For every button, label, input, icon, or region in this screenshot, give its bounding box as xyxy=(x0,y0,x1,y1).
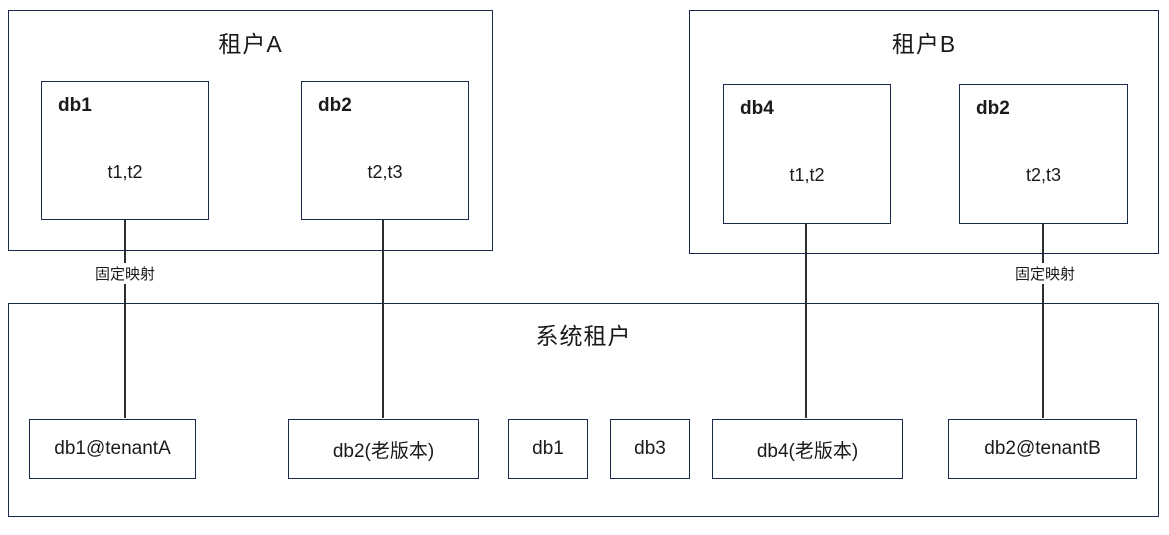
tenant-b-title: 租户B xyxy=(891,31,957,57)
tenant-b-group: 租户B db4 t1,t2 db2 t2,t3 xyxy=(689,10,1159,254)
fixed-mapping-label-right: 固定映射 xyxy=(1011,263,1079,284)
fixed-mapping-label-left: 固定映射 xyxy=(91,263,159,284)
db-label: db1@tenantA xyxy=(54,438,171,459)
tenant-a-db2-node: db2 t2,t3 xyxy=(301,81,469,220)
system-db2-tenantB-node: db2@tenantB xyxy=(948,419,1137,479)
tenant-a-title: 租户A xyxy=(218,31,283,57)
db-name-label: db4 xyxy=(740,98,774,119)
system-db1-node: db1 xyxy=(508,419,588,479)
tenant-a-group: 租户A db1 t1,t2 db2 t2,t3 xyxy=(8,10,493,251)
system-db3-node: db3 xyxy=(610,419,690,479)
db-label: db3 xyxy=(634,438,666,459)
db-tables-label: t1,t2 xyxy=(789,165,825,185)
db-label: db1 xyxy=(532,438,564,459)
system-db2-old-node: db2(老版本) xyxy=(288,419,479,479)
system-db4-old-node: db4(老版本) xyxy=(712,419,903,479)
db-label: db2@tenantB xyxy=(984,438,1101,459)
tenant-a-db1-node: db1 t1,t2 xyxy=(41,81,209,220)
db-name-label: db1 xyxy=(58,95,92,116)
system-tenant-group: 系统租户 db1@tenantA db2(老版本) db1 db3 db4(老版… xyxy=(8,303,1159,517)
system-tenant-title: 系统租户 xyxy=(535,323,632,349)
connector-db2b-to-db2-tenantB xyxy=(1042,223,1044,418)
connector-db4-to-db4-old xyxy=(805,223,807,418)
connector-db2-to-db2-old xyxy=(382,219,384,418)
db-label: db4(老版本) xyxy=(756,440,859,462)
tenant-b-db2-node: db2 t2,t3 xyxy=(959,84,1128,224)
db-name-label: db2 xyxy=(318,95,352,116)
connector-db1-to-db1-tenantA xyxy=(124,219,126,418)
db-tables-label: t2,t3 xyxy=(1025,165,1062,185)
db-tables-label: t1,t2 xyxy=(107,162,143,182)
tenant-b-db4-node: db4 t1,t2 xyxy=(723,84,891,224)
system-db1-tenantA-node: db1@tenantA xyxy=(29,419,196,479)
db-tables-label: t2,t3 xyxy=(367,162,403,182)
db-name-label: db2 xyxy=(976,98,1010,119)
db-label: db2(老版本) xyxy=(332,440,435,462)
